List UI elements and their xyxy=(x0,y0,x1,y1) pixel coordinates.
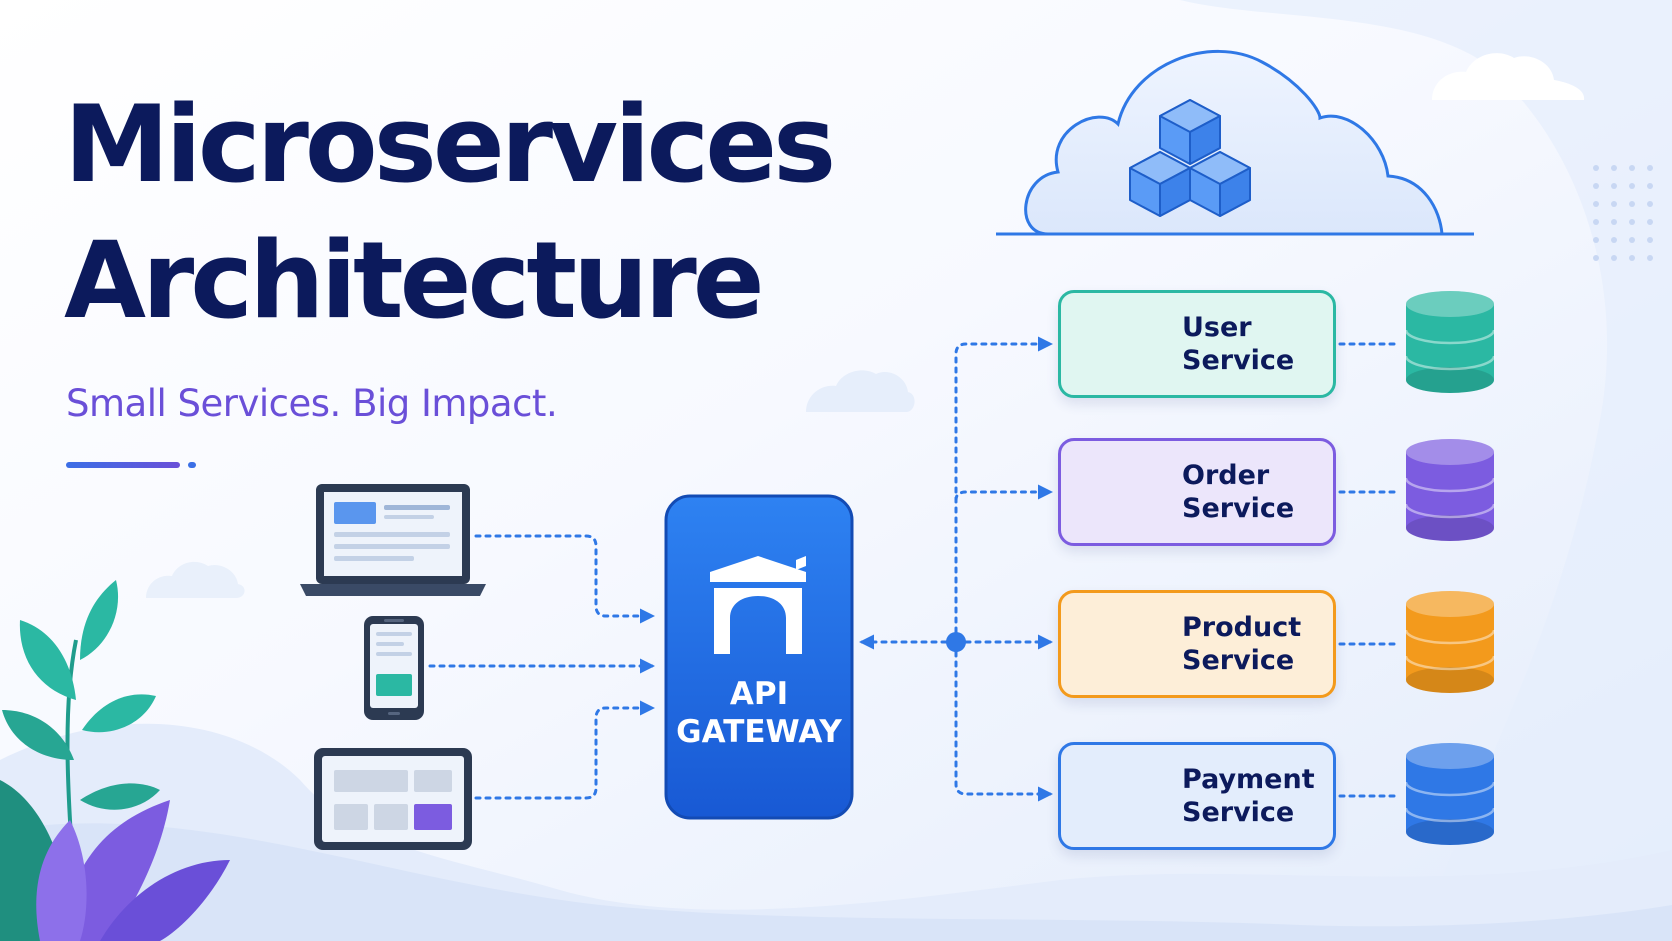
service-connectors xyxy=(859,336,1053,802)
service-label-user-1: User xyxy=(1182,312,1252,343)
service-label-payment-1: Payment xyxy=(1182,764,1315,795)
connector-junction xyxy=(946,632,966,652)
title-underline-dot xyxy=(188,462,196,468)
database-icon xyxy=(1404,743,1496,845)
dot-grid-decoration xyxy=(1593,165,1653,261)
gateway-arch-icon xyxy=(710,556,806,654)
client-connectors xyxy=(428,534,655,800)
small-cloud-icon xyxy=(146,561,245,598)
cube-cluster-icon xyxy=(1129,99,1251,217)
service-label-product-1: Product xyxy=(1182,612,1302,643)
service-label-order-1: Order xyxy=(1182,460,1270,491)
background-wave-bottom-2 xyxy=(0,823,1672,941)
service-label-order-2: Service xyxy=(1182,493,1295,524)
api-gateway[interactable] xyxy=(664,494,854,820)
service-label-product-2: Service xyxy=(1182,645,1295,676)
service-card-payment[interactable] xyxy=(1058,742,1336,850)
service-label-payment-2: Service xyxy=(1182,797,1295,828)
title-line-1: Microservices xyxy=(64,83,836,206)
title-line-2: Architecture xyxy=(64,219,765,342)
background-wave-right xyxy=(1180,0,1672,941)
database-icon xyxy=(1404,439,1496,541)
tablet-icon xyxy=(314,748,472,850)
gateway-label-line-1: API xyxy=(729,676,789,712)
gateway-label-line-2: GATEWAY xyxy=(676,714,842,750)
title-underline xyxy=(66,462,180,468)
tagline: Small Services. Big Impact. xyxy=(66,382,558,425)
service-card-order[interactable] xyxy=(1058,438,1336,546)
database-icon xyxy=(1404,591,1496,693)
small-cloud-icon xyxy=(806,370,915,412)
database-icon xyxy=(1404,291,1496,393)
small-cloud-icon xyxy=(1432,53,1585,100)
smartphone-icon xyxy=(364,616,424,720)
service-label-user-2: Service xyxy=(1182,345,1295,376)
plant-decoration xyxy=(0,580,230,941)
service-card-product[interactable] xyxy=(1058,590,1336,698)
laptop-icon xyxy=(300,484,486,596)
service-card-user[interactable] xyxy=(1058,290,1336,398)
